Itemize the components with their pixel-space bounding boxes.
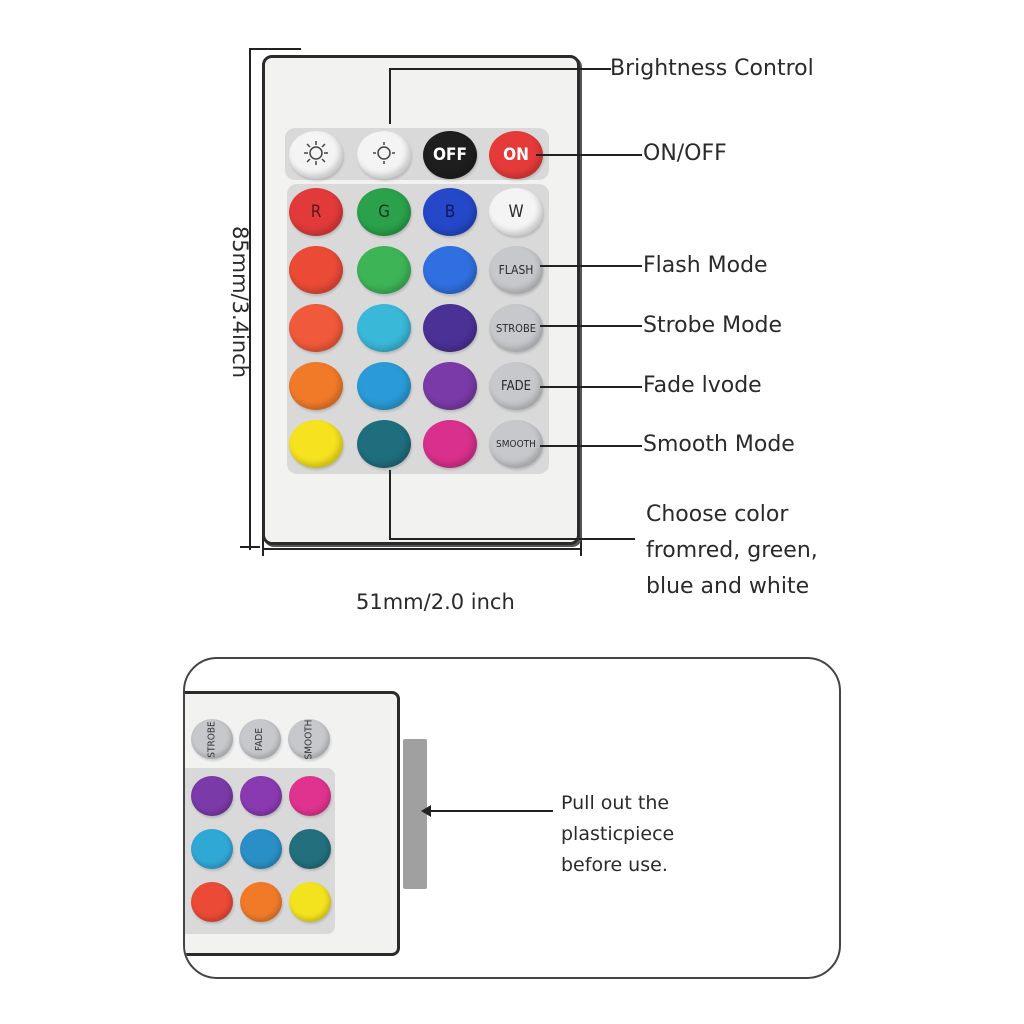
fade-leader [540,386,642,388]
green-button-label: G [378,202,390,222]
inset-smooth-button[interactable]: SMOOTH [288,719,330,759]
onoff-leader [536,154,642,156]
fade-button[interactable]: FADE [489,362,543,410]
brightness-up-button[interactable] [289,131,343,179]
color-button-green-2[interactable] [357,246,411,294]
choose-leader-vertical [389,470,391,540]
off-button[interactable]: OFF [423,131,477,179]
inset-color-button-3[interactable] [289,776,331,816]
fade-button-label: FADE [501,378,531,394]
flash-leader [540,265,642,267]
choose-callout-line3: blue and white [646,574,810,599]
color-button-red-5[interactable] [289,420,343,468]
inset-color-button-9[interactable] [289,882,331,922]
height-dimension-bottom-tick [240,546,260,548]
fade-callout: Fade lvode [643,373,762,398]
inset-color-button-4[interactable] [191,829,233,869]
inset-fade-button[interactable]: FADE [239,719,281,759]
choose-leader-horizontal [389,538,635,540]
pull-note-line3: before use. [561,854,668,876]
color-button-green-5[interactable] [357,420,411,468]
white-button[interactable]: W [489,188,543,236]
brightness-leader-horizontal [389,68,611,70]
height-dimension-line [249,50,251,550]
color-button-blue-3[interactable] [423,304,477,352]
red-button-label: R [310,202,322,222]
color-button-red-3[interactable] [289,304,343,352]
color-button-blue-5[interactable] [423,420,477,468]
inset-color-button-6[interactable] [289,829,331,869]
color-button-blue-4[interactable] [423,362,477,410]
strobe-button-label: STROBE [495,321,537,335]
pull-arrow-head-icon [421,805,431,817]
inset-color-button-1[interactable] [191,776,233,816]
inset-color-button-8[interactable] [240,882,282,922]
inset-color-button-5[interactable] [240,829,282,869]
green-button[interactable]: G [357,188,411,236]
choose-callout-line1: Choose color [646,502,789,527]
width-dimension-label: 51mm/2.0 inch [356,590,515,614]
smooth-leader [540,445,642,447]
remote-detail: STROBE FADE SMOOTH [185,691,400,956]
smooth-callout: Smooth Mode [643,432,795,457]
strobe-leader [540,325,642,327]
pull-arrow [428,810,553,812]
inset-fade-label: FADE [254,727,266,751]
inset-smooth-label: SMOOTH [303,719,315,759]
off-button-label: OFF [433,145,467,165]
smooth-button[interactable]: SMOOTH [489,420,543,468]
width-dimension-line [262,548,582,550]
flash-callout: Flash Mode [643,253,768,278]
on-button[interactable]: ON [489,131,543,179]
white-button-label: W [508,202,524,222]
remote-control: OFF ON R G B W FLASH STROBE FADE SMOOTH [262,55,580,545]
blue-button-label: B [444,202,456,222]
onoff-callout: ON/OFF [643,141,727,166]
inset-color-button-7[interactable] [191,882,233,922]
strobe-button[interactable]: STROBE [489,304,543,352]
strobe-callout: Strobe Mode [643,313,783,338]
inset-color-button-2[interactable] [240,776,282,816]
on-button-label: ON [503,145,529,165]
smooth-button-label: SMOOTH [496,438,536,450]
brightness-leader-vertical [389,68,391,124]
height-dimension-label: 85mm/3.4inch [228,225,252,379]
color-button-blue-2[interactable] [423,246,477,294]
color-button-red-4[interactable] [289,362,343,410]
red-button[interactable]: R [289,188,343,236]
height-dimension-top-tick [249,48,301,50]
sun-icon [301,138,331,172]
flash-button[interactable]: FLASH [489,246,543,294]
color-button-green-4[interactable] [357,362,411,410]
color-button-red-2[interactable] [289,246,343,294]
choose-callout-line2: fromred, green, [646,538,818,563]
pull-note-line2: plasticpiece [561,823,675,845]
pull-note-line1: Pull out the [561,792,670,814]
inset-strobe-button[interactable]: STROBE [191,719,233,759]
inset-strobe-label: STROBE [206,720,218,758]
color-button-green-3[interactable] [357,304,411,352]
flash-button-label: FLASH [498,263,534,277]
plastic-tab-inset: STROBE FADE SMOOTH Pull out the plasticp… [183,657,841,979]
blue-button[interactable]: B [423,188,477,236]
brightness-callout: Brightness Control [610,56,814,81]
brightness-down-button[interactable] [357,131,411,179]
sun-dim-icon [369,138,399,172]
